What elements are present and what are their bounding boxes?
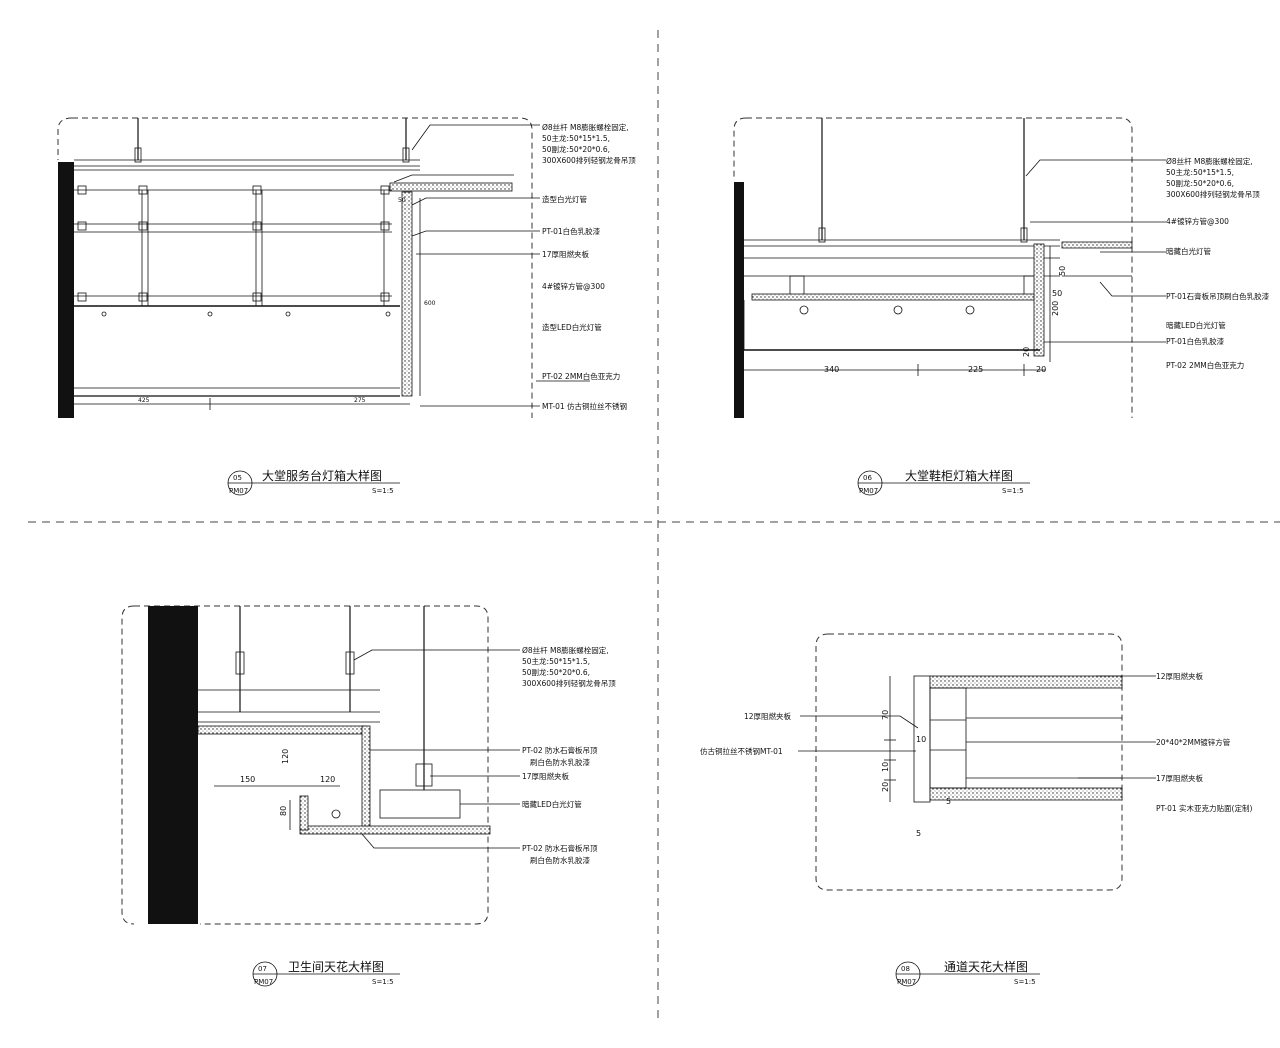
detail-08-dim-3: 10 — [881, 762, 890, 772]
detail-06-frame — [733, 117, 1133, 418]
detail-05-dim-3: 425 — [138, 397, 150, 404]
detail-08-dim-1: 70 — [881, 710, 890, 720]
detail-06-dim-2: 50 — [1052, 289, 1062, 298]
detail-07-note-3: 50副龙:50*20*0.6, — [522, 667, 590, 677]
detail-07-note-7: 17厚阻燃夹板 — [522, 771, 570, 781]
detail-07-note-10: 刷白色防水乳胶漆 — [530, 855, 590, 865]
detail-05-note-7: 17厚阻燃夹板 — [542, 249, 590, 259]
detail-06-note-6: 暗藏白光灯管 — [1166, 246, 1211, 256]
detail-06-note-10: PT-02 2MM白色亚克力 — [1166, 360, 1244, 370]
detail-05-note-11: MT-01 仿古铜拉丝不锈钢 — [542, 401, 627, 411]
detail-08-sheet: PM07 — [897, 978, 916, 986]
detail-06-dim-3: 200 — [1051, 301, 1060, 316]
detail-05-note-1: Ø8丝杆 M8膨胀螺栓固定, — [542, 122, 629, 132]
detail-07-note-4: 300X600排列轻钢龙骨吊顶 — [522, 678, 616, 688]
detail-06-side-panel — [1033, 243, 1045, 357]
detail-08-note-6: PT-01 实木亚克力贴面(定制) — [1156, 803, 1252, 813]
detail-06-dim-1: 50 — [1058, 266, 1067, 276]
detail-06-note-9: PT-01白色乳胶漆 — [1166, 336, 1225, 346]
detail-05-number: 05 — [233, 474, 242, 482]
detail-08-frame — [815, 633, 1123, 891]
detail-08-note-1: 12厚阻燃夹板 — [1156, 671, 1204, 681]
detail-07: 150 120 120 80 Ø8丝杆 M8膨胀螺栓固定, 50主龙:50*15… — [121, 605, 616, 987]
detail-08-dim-5: 5 — [946, 797, 951, 806]
detail-08-scale: S=1:5 — [1014, 978, 1036, 986]
detail-05-sheet: PM07 — [229, 487, 248, 495]
detail-05-title: 大堂服务台灯箱大样图 — [262, 468, 382, 483]
detail-07-title: 卫生间天花大样图 — [288, 959, 384, 974]
detail-05-dim-4: 275 — [354, 397, 366, 404]
detail-08-dim-6: 5 — [916, 829, 921, 838]
detail-06-note-8: 暗藏LED白光灯管 — [1166, 320, 1226, 330]
detail-07-note-1: Ø8丝杆 M8膨胀螺栓固定, — [522, 645, 609, 655]
detail-08-note-4: 20*40*2MM镀锌方管 — [1156, 737, 1231, 747]
detail-06-dim-7: 20 — [1036, 365, 1046, 374]
detail-06-dim-4: 20 — [1022, 347, 1031, 357]
detail-07-note-5: PT-02 防水石膏板吊顶 — [522, 745, 598, 755]
detail-07-dim-3: 120 — [320, 775, 335, 784]
detail-06-wall — [734, 182, 744, 418]
detail-06: 50 50 200 20 340 225 20 Ø8丝杆 M8膨胀螺栓固定, 5… — [733, 117, 1270, 496]
detail-06-note-4: 300X600排列轻钢龙骨吊顶 — [1166, 189, 1260, 199]
detail-05-side-panel — [401, 191, 413, 397]
detail-05: 50 600 425 275 Ø8丝杆 M8膨胀螺栓固定, 50主龙:50*15… — [57, 117, 636, 496]
detail-07-sheet: PM07 — [254, 978, 273, 986]
detail-07-note-6: 刷白色防水乳胶漆 — [530, 757, 590, 767]
detail-05-note-6: PT-01白色乳胶漆 — [542, 226, 601, 236]
detail-06-number: 06 — [863, 474, 872, 482]
detail-05-dim-1: 50 — [398, 197, 406, 204]
detail-05-note-2: 50主龙:50*15*1.5, — [542, 133, 610, 143]
detail-08-note-2: 12厚阻燃夹板 — [744, 711, 792, 721]
detail-06-sheet: PM07 — [859, 487, 878, 495]
detail-07-scale: S=1:5 — [372, 978, 394, 986]
detail-06-note-1: Ø8丝杆 M8膨胀螺栓固定, — [1166, 156, 1253, 166]
detail-05-note-10: PT-02 2MM白色亚克力 — [542, 371, 620, 381]
detail-06-note-5: 4#镀锌方管@300 — [1166, 216, 1229, 226]
detail-07-dim-2: 120 — [281, 749, 290, 764]
detail-06-top-board — [751, 293, 1043, 301]
detail-05-dim-2: 600 — [424, 300, 436, 307]
detail-06-note-7: PT-01石膏板吊顶刷白色乳胶漆 — [1166, 291, 1270, 301]
detail-06-dim-6: 225 — [968, 365, 983, 374]
detail-05-scale: S=1:5 — [372, 487, 394, 495]
detail-06-scale: S=1:5 — [1002, 487, 1024, 495]
detail-05-note-9: 造型LED白光灯管 — [542, 322, 602, 332]
detail-08-top-board — [929, 675, 1123, 689]
detail-08-dim-2: 10 — [916, 735, 926, 744]
detail-08-dim-4: 20 — [881, 782, 890, 792]
detail-05-frame — [57, 117, 533, 418]
detail-07-note-9: PT-02 防水石膏板吊顶 — [522, 843, 598, 853]
detail-05-wall — [58, 162, 74, 418]
detail-06-dim-5: 340 — [824, 365, 839, 374]
detail-07-wall — [148, 606, 198, 924]
detail-07-dim-4: 80 — [279, 806, 288, 816]
detail-06-note-2: 50主龙:50*15*1.5, — [1166, 167, 1234, 177]
detail-07-number: 07 — [258, 965, 267, 973]
detail-08-number: 08 — [901, 965, 910, 973]
detail-06-title: 大堂鞋柜灯箱大样图 — [905, 468, 1013, 483]
detail-07-note-8: 暗藏LED白光灯管 — [522, 799, 582, 809]
detail-08-title: 通道天花大样图 — [944, 959, 1028, 974]
detail-07-note-2: 50主龙:50*15*1.5, — [522, 656, 590, 666]
detail-05-note-3: 50副龙:50*20*0.6, — [542, 144, 610, 154]
detail-08-note-3: 仿古铜拉丝不锈钢MT-01 — [700, 746, 783, 756]
detail-07-bottom-board — [299, 825, 491, 835]
detail-05-note-8: 4#镀锌方管@300 — [542, 281, 605, 291]
detail-08-note-5: 17厚阻燃夹板 — [1156, 773, 1204, 783]
detail-07-side-panel — [361, 725, 371, 831]
detail-08: 70 10 10 20 5 5 12厚阻燃夹板 12厚阻燃夹板 仿古铜拉丝不锈钢… — [700, 633, 1252, 987]
detail-08-bottom-board — [929, 787, 1123, 801]
detail-05-note-4: 300X600排列轻钢龙骨吊顶 — [542, 155, 636, 165]
detail-07-dim-1: 150 — [240, 775, 255, 784]
detail-05-ceiling-board — [389, 182, 513, 192]
detail-07-ceiling-board — [197, 725, 367, 735]
detail-05-note-5: 造型白光灯管 — [542, 194, 587, 204]
detail-06-note-3: 50副龙:50*20*0.6, — [1166, 178, 1234, 188]
